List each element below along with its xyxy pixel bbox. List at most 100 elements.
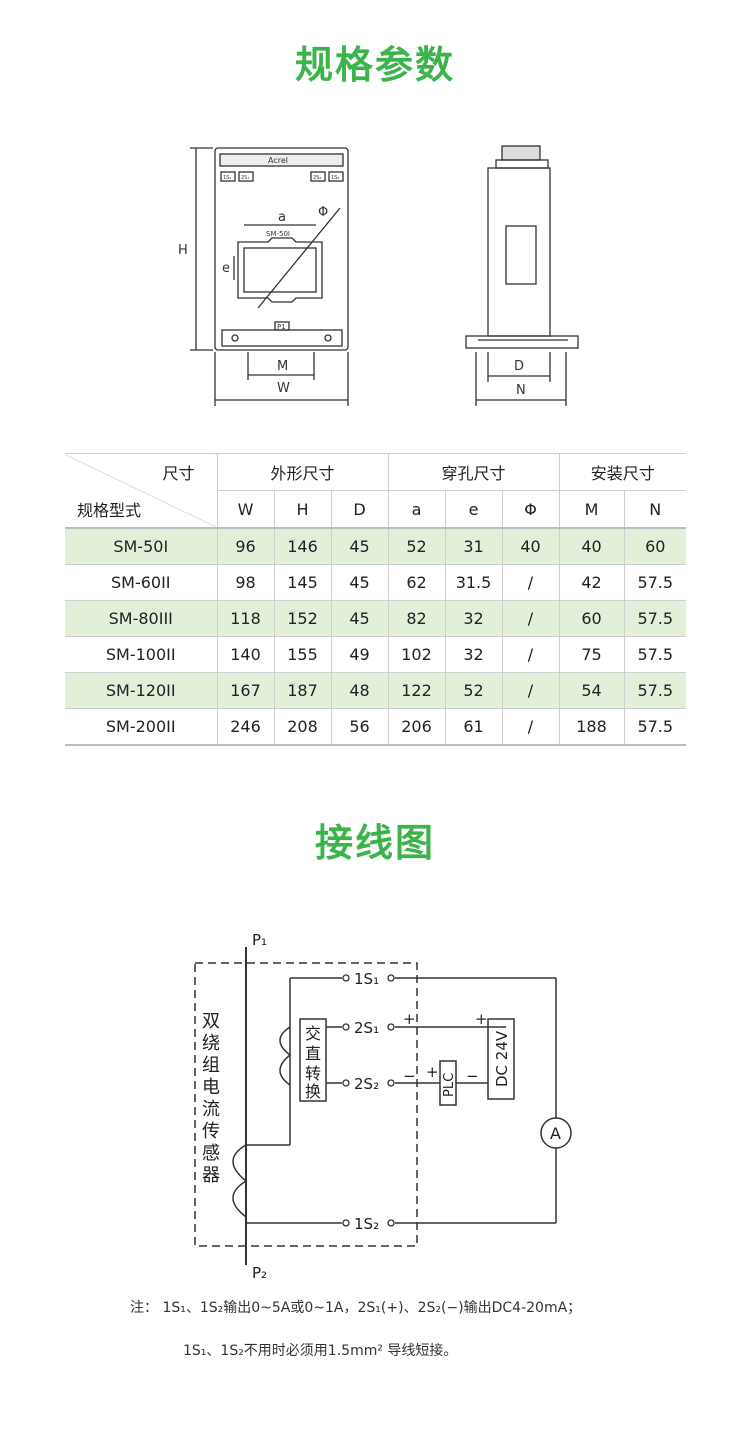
cell: 31.5: [444, 564, 502, 601]
cell: 187: [273, 672, 331, 709]
label-mark-3: 2S₂: [313, 175, 321, 181]
terminal-2s1-right: [387, 1023, 395, 1031]
col-header: D: [330, 490, 388, 529]
label-mark-4: 1S₂: [331, 175, 339, 181]
cell: 102: [387, 636, 445, 673]
label-e: e: [222, 261, 230, 276]
cell: 52: [444, 672, 502, 709]
cell: 32: [444, 636, 502, 673]
sensor-label-char: 流: [202, 1099, 220, 1120]
cell: 146: [273, 528, 331, 565]
corner-bottom-label: 规格型式: [77, 501, 142, 520]
table-row: SM-200II 246 208 56 206 61 / 188 57.5: [65, 708, 686, 746]
cell: 57.5: [623, 600, 686, 637]
label-model: SM-50I: [266, 230, 290, 238]
table-row: SM-60II 98 145 45 62 31.5 / 42 57.5: [65, 564, 686, 601]
wiring-section-title: 接线图: [314, 821, 435, 865]
cell: 122: [387, 672, 445, 709]
sensor-label-char: 感: [202, 1143, 220, 1164]
label-1s1: 1S₁: [354, 970, 379, 988]
cell: 57.5: [623, 636, 686, 673]
label-2s2: 2S₂: [354, 1075, 379, 1093]
cell: 48: [330, 672, 388, 709]
cell: 57.5: [623, 708, 686, 746]
cell: 45: [330, 564, 388, 601]
dc-label: DC 24V: [493, 1030, 511, 1087]
cell: 32: [444, 600, 502, 637]
label-mark-1: 1S₁: [223, 175, 231, 181]
col-header: H: [273, 490, 331, 529]
converter-label-char: 直: [305, 1044, 321, 1063]
ammeter: [540, 1117, 572, 1149]
row-model: SM-80III: [65, 600, 217, 637]
cell: 60: [623, 528, 686, 565]
cell: 62: [387, 564, 445, 601]
cell: 96: [216, 528, 274, 565]
cell: /: [501, 672, 559, 709]
cell: 42: [558, 564, 624, 601]
label-M: M: [277, 359, 288, 374]
cell: 31: [444, 528, 502, 565]
minus-2s2: −: [403, 1067, 416, 1085]
row-model: SM-200II: [65, 708, 217, 746]
cell: /: [501, 600, 559, 637]
cell: 98: [216, 564, 274, 601]
label-D: D: [514, 359, 524, 374]
cell: 52: [387, 528, 445, 565]
coil-2s: [279, 1026, 292, 1086]
table-corner-cell: 尺寸 规格型式: [65, 453, 217, 529]
cell: 57.5: [623, 564, 686, 601]
label-mark-2: 2S₁: [241, 175, 249, 181]
sensor-label-char: 传: [202, 1121, 220, 1142]
label-phi: Φ: [318, 205, 328, 220]
cell: 208: [273, 708, 331, 746]
table-row: SM-80III 118 152 45 82 32 / 60 57.5: [65, 600, 686, 637]
plc-label: PLC: [442, 1073, 457, 1097]
cell: 40: [501, 528, 559, 565]
label-p1: P₁: [252, 931, 267, 949]
sensor-box: [194, 962, 418, 1247]
note-line-2: 1S₁、1S₂不用时必须用1.5mm² 导线短接。: [183, 1343, 458, 1359]
ammeter-label: A: [550, 1124, 561, 1143]
group-mount-dims: 安装尺寸: [558, 453, 686, 491]
label-1s2: 1S₂: [354, 1215, 379, 1233]
cell: 167: [216, 672, 274, 709]
cell: /: [501, 564, 559, 601]
wiring-diagram: P₁ P₂ 1S₁ 2S₁ 2S₂ 1S₂ + − + + − A PLC DC…: [194, 931, 572, 1282]
cell: 45: [330, 600, 388, 637]
coil-1s: [232, 1144, 248, 1218]
label-p2: P₂: [252, 1264, 267, 1282]
col-header: a: [387, 490, 445, 529]
front-aperture: [237, 237, 323, 303]
label-H: H: [178, 243, 188, 258]
front-body: [214, 147, 349, 351]
sensor-label-char: 双: [202, 1011, 220, 1032]
cell: 49: [330, 636, 388, 673]
label-2s1: 2S₁: [354, 1019, 379, 1037]
terminal-2s1-left: [342, 1023, 350, 1031]
cell: 57.5: [623, 672, 686, 709]
group-hole-dims: 穿孔尺寸: [387, 453, 559, 491]
cell: 75: [558, 636, 624, 673]
label-a: a: [278, 210, 286, 225]
row-model: SM-100II: [65, 636, 217, 673]
col-header: Φ: [501, 490, 559, 529]
col-header: e: [444, 490, 502, 529]
cell: 40: [558, 528, 624, 565]
converter-label-char: 交: [305, 1024, 321, 1043]
label-brand: Acrel: [268, 156, 288, 165]
dc-supply-box: [487, 1018, 515, 1100]
row-model: SM-60II: [65, 564, 217, 601]
terminal-1s2-right: [387, 1219, 395, 1227]
col-header: N: [623, 490, 686, 529]
row-model: SM-50I: [65, 528, 217, 565]
cell: 61: [444, 708, 502, 746]
sensor-label-char: 绕: [202, 1033, 220, 1054]
col-header: M: [558, 490, 624, 529]
cell: 152: [273, 600, 331, 637]
dimension-drawing: H W M a e Φ D N SM-50I Acrel P1 1S₁ 2S₁ …: [178, 145, 579, 406]
converter-label-char: 转: [305, 1064, 321, 1083]
plus-plc: +: [426, 1063, 439, 1081]
cell: 188: [558, 708, 624, 746]
converter-box: [299, 1018, 327, 1102]
